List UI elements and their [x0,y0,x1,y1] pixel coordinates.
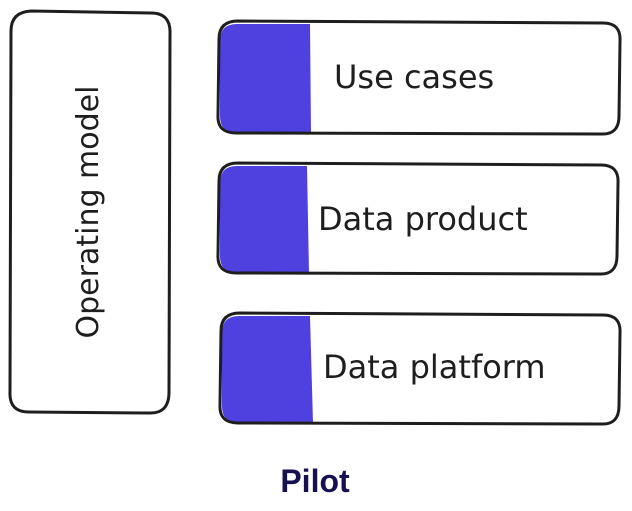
layer-label-data-platform: Data platform [323,348,546,386]
layer-accent-bar [222,316,313,423]
layer-label-data-product: Data product [318,200,528,238]
layer-data-platform: Data platform [218,311,622,426]
operating-model-box: Operating model [8,9,172,415]
layer-label-use-cases: Use cases [334,58,494,96]
layer-use-cases: Use cases [216,19,622,136]
operating-model-label: Operating model [71,86,106,339]
layer-data-product: Data product [216,161,620,276]
diagram-caption: Pilot [280,463,350,499]
layer-accent-bar [220,166,309,273]
layer-accent-bar [220,24,311,133]
